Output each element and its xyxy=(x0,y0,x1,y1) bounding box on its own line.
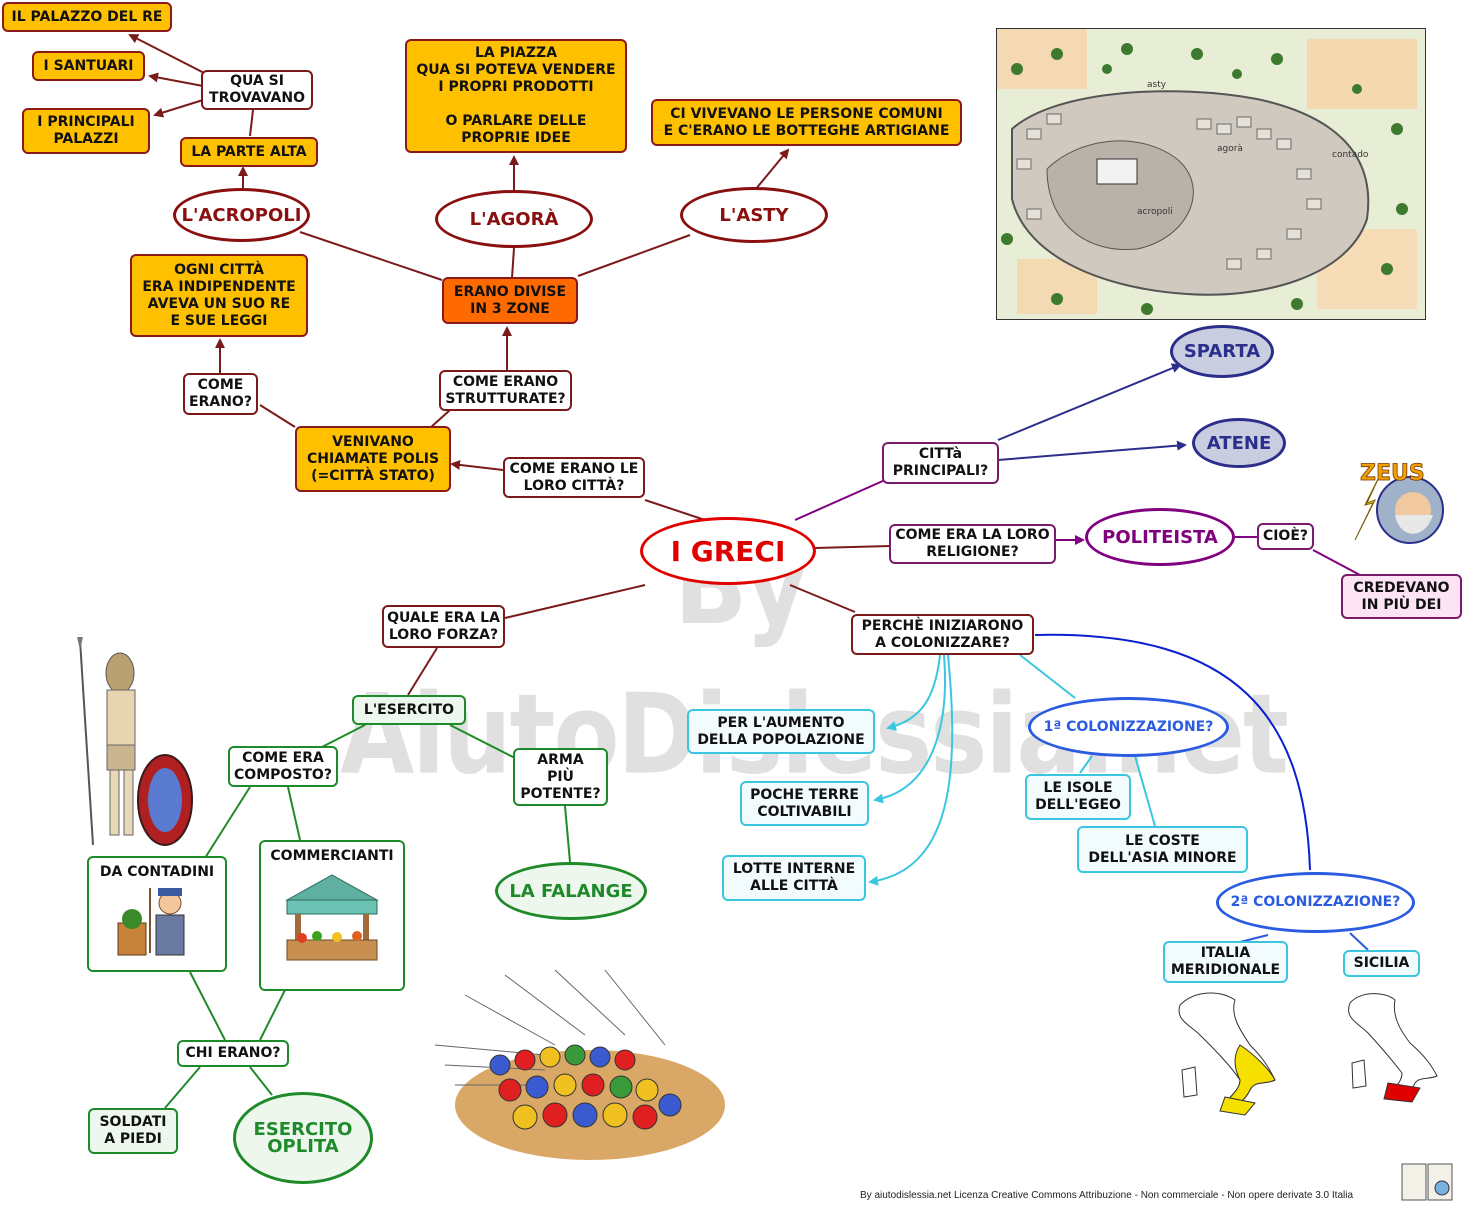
polis-map-image: agorà acropoli contado asty xyxy=(996,28,1426,320)
node-seconda-colonizzazione: 2ª COLONIZZAZIONE? xyxy=(1216,872,1415,933)
book-logo-icon xyxy=(1400,1160,1455,1205)
node-poche-terre: POCHE TERRE COLTIVABILI xyxy=(740,781,869,826)
question-qua-si-trovavano: QUA SI TROVAVANO xyxy=(201,70,313,110)
license-footer: By aiutodislessia.net Licenza Creative C… xyxy=(860,1190,1354,1201)
sicily-map xyxy=(1340,988,1445,1106)
hoplite-image xyxy=(65,635,205,850)
node-sparta: SPARTA xyxy=(1170,325,1274,378)
question-cioe: CIOÈ? xyxy=(1257,523,1314,550)
question-arma-potente: ARMA PIÙ POTENTE? xyxy=(513,748,608,806)
italy-south-map xyxy=(1170,985,1285,1120)
zeus-label: ZEUS xyxy=(1360,461,1425,486)
node-piazza: LA PIAZZA QUA SI POTEVA VENDERE I PROPRI… xyxy=(405,39,627,153)
node-ogni-citta: OGNI CITTÀ ERA INDIPENDENTE AVEVA UN SUO… xyxy=(130,254,308,337)
node-soldati-piedi: SOLDATI A PIEDI xyxy=(88,1108,178,1154)
node-atene: ATENE xyxy=(1192,418,1286,468)
node-italia-meridionale: ITALIA MERIDIONALE xyxy=(1163,941,1288,983)
zeus-image: ZEUS xyxy=(1345,455,1445,545)
phalanx-image xyxy=(425,965,730,1170)
question-come-religione: COME ERA LA LORO RELIGIONE? xyxy=(889,524,1056,564)
question-come-strutturate: COME ERANO STRUTTURATE? xyxy=(439,370,572,411)
node-coste-asia: LE COSTE DELL'ASIA MINORE xyxy=(1077,826,1248,873)
node-acropoli: L'ACROPOLI xyxy=(173,188,310,242)
question-quale-forza: QUALE ERA LA LORO FORZA? xyxy=(382,605,505,648)
question-come-composto: COME ERA COMPOSTO? xyxy=(228,746,338,787)
node-aumento-popolazione: PER L'AUMENTO DELLA POPOLAZIONE xyxy=(687,709,875,754)
map-label-contado: contado xyxy=(1332,150,1369,160)
question-come-citta: COME ERANO LE LORO CITTÀ? xyxy=(503,457,645,498)
node-asty: L'ASTY xyxy=(680,187,828,243)
question-chi-erano: CHI ERANO? xyxy=(177,1040,289,1067)
node-politeista: POLITEISTA xyxy=(1085,508,1235,566)
node-esercito-oplita: ESERCITO OPLITA xyxy=(233,1092,373,1184)
node-falange: LA FALANGE xyxy=(495,862,647,920)
node-parte-alta: LA PARTE ALTA xyxy=(180,137,318,167)
node-principali-palazzi: I PRINCIPALI PALAZZI xyxy=(22,108,150,154)
node-esercito: L'ESERCITO xyxy=(352,695,466,725)
node-palazzo-re: IL PALAZZO DEL RE xyxy=(2,2,172,32)
node-divise-3-zone: ERANO DIVISE IN 3 ZONE xyxy=(442,277,578,324)
question-perche-colonizzare: PERCHÈ INIZIARONO A COLONIZZARE? xyxy=(851,614,1034,655)
node-credevano: CREDEVANO IN PIÙ DEI xyxy=(1341,574,1462,619)
node-santuari: I SANTUARI xyxy=(32,51,145,81)
main-topic-i-greci: I GRECI xyxy=(640,517,816,585)
node-lotte-interne: LOTTE INTERNE ALLE CITTÀ xyxy=(722,855,866,901)
question-come-erano: COME ERANO? xyxy=(183,373,258,415)
question-citta-principali: CITTà PRINCIPALI? xyxy=(882,442,999,484)
node-sicilia: SICILIA xyxy=(1343,950,1420,977)
map-label-asty: asty xyxy=(1147,80,1167,90)
market-stall-image-overlay xyxy=(277,870,387,965)
map-label-agora: agorà xyxy=(1217,144,1243,154)
node-isole-egeo: LE ISOLE DELL'EGEO xyxy=(1025,774,1131,820)
map-label-acropoli: acropoli xyxy=(1137,207,1173,217)
node-agora: L'AGORÀ xyxy=(435,190,593,248)
node-polis: VENIVANO CHIAMATE POLIS (=CITTÀ STATO) xyxy=(295,426,451,492)
node-persone-comuni: CI VIVEVANO LE PERSONE COMUNI E C'ERANO … xyxy=(651,99,962,146)
farmer-image-overlay xyxy=(110,883,200,958)
node-prima-colonizzazione: 1ª COLONIZZAZIONE? xyxy=(1028,697,1229,757)
node-commercianti: COMMERCIANTI xyxy=(259,840,405,991)
